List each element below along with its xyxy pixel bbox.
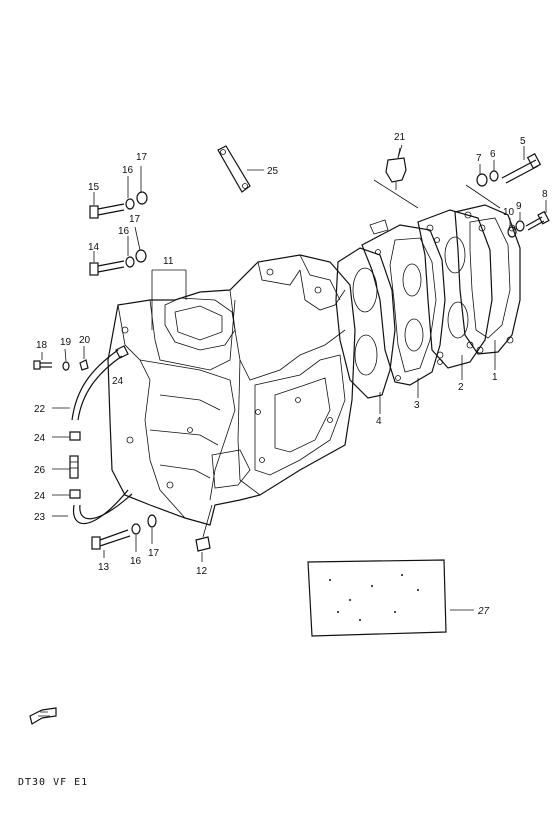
callout-16-a: 16 (122, 165, 134, 176)
callout-16-c: 16 (130, 556, 142, 567)
washer-16-c (131, 523, 141, 535)
clamp-24-c (115, 345, 129, 359)
callout-9: 9 (516, 201, 522, 212)
screw-18 (33, 360, 52, 370)
callout-25: 25 (267, 166, 279, 177)
clamp-24-b (69, 489, 81, 499)
bolt-8 (525, 210, 550, 231)
leader-lines (41, 144, 547, 611)
washer-16-b (125, 256, 135, 268)
rod-bracket (217, 145, 251, 193)
bolt-14 (89, 260, 125, 276)
callout-15: 15 (88, 182, 100, 193)
callout-24-b: 24 (34, 433, 46, 444)
callouts: 1 2 3 4 5 6 7 8 9 10 11 12 13 14 15 16 1… (34, 132, 548, 617)
callout-10: 10 (503, 207, 515, 218)
callout-2: 2 (458, 382, 464, 393)
head-cover-gasket (417, 209, 493, 369)
thermostat-fitting (385, 147, 407, 190)
callout-1: 1 (492, 372, 498, 383)
callout-18: 18 (36, 340, 48, 351)
washer-6 (489, 170, 499, 182)
callout-21: 21 (394, 132, 406, 143)
callout-4: 4 (376, 416, 382, 427)
dowel-pin (195, 536, 211, 552)
reference-27: 27 (477, 606, 490, 617)
callout-13: 13 (98, 562, 110, 573)
callout-5: 5 (520, 136, 526, 147)
callout-11-bracket (151, 269, 187, 330)
washer-7 (476, 173, 488, 187)
callout-23: 23 (34, 512, 46, 523)
washer-9 (515, 220, 525, 232)
fitting-26 (69, 455, 79, 479)
model-code: DT30 VF E1 (18, 777, 89, 788)
callout-7: 7 (476, 153, 482, 164)
cylinder-head-cover (454, 204, 521, 355)
gasket-sheet-27 (307, 559, 447, 637)
hose-23 (72, 489, 133, 525)
callout-17-c: 17 (148, 548, 160, 559)
washer-17-a (136, 191, 148, 205)
bolt-5 (501, 153, 542, 184)
callout-24-a: 24 (112, 376, 124, 387)
washer-16-a (125, 198, 135, 210)
washer-17-c (147, 514, 157, 528)
callout-17-b: 17 (129, 214, 141, 225)
callout-16-b: 16 (118, 226, 130, 237)
callout-8: 8 (542, 189, 548, 200)
callout-19: 19 (60, 337, 72, 348)
crankcase-body (107, 254, 356, 526)
callout-11: 11 (163, 256, 174, 267)
callout-24-c: 24 (34, 491, 46, 502)
clamp-24-a (69, 431, 81, 441)
callout-26: 26 (34, 465, 46, 476)
callout-6: 6 (490, 149, 496, 160)
bolt-15 (89, 203, 125, 219)
washer-19 (62, 361, 70, 371)
hose-22 (71, 349, 123, 421)
bolt-13 (91, 529, 131, 550)
callout-22: 22 (34, 404, 46, 415)
callout-17-a: 17 (136, 152, 148, 163)
clip-20 (79, 359, 89, 371)
cylinder-head (361, 219, 446, 386)
callout-3: 3 (414, 400, 420, 411)
callout-12: 12 (196, 566, 208, 577)
washer-17-b (135, 249, 147, 263)
callout-20: 20 (79, 335, 91, 346)
washer-10 (507, 226, 517, 238)
cylinder-gasket (335, 247, 396, 399)
front-arrow-icon (29, 707, 57, 725)
callout-14: 14 (88, 242, 100, 253)
